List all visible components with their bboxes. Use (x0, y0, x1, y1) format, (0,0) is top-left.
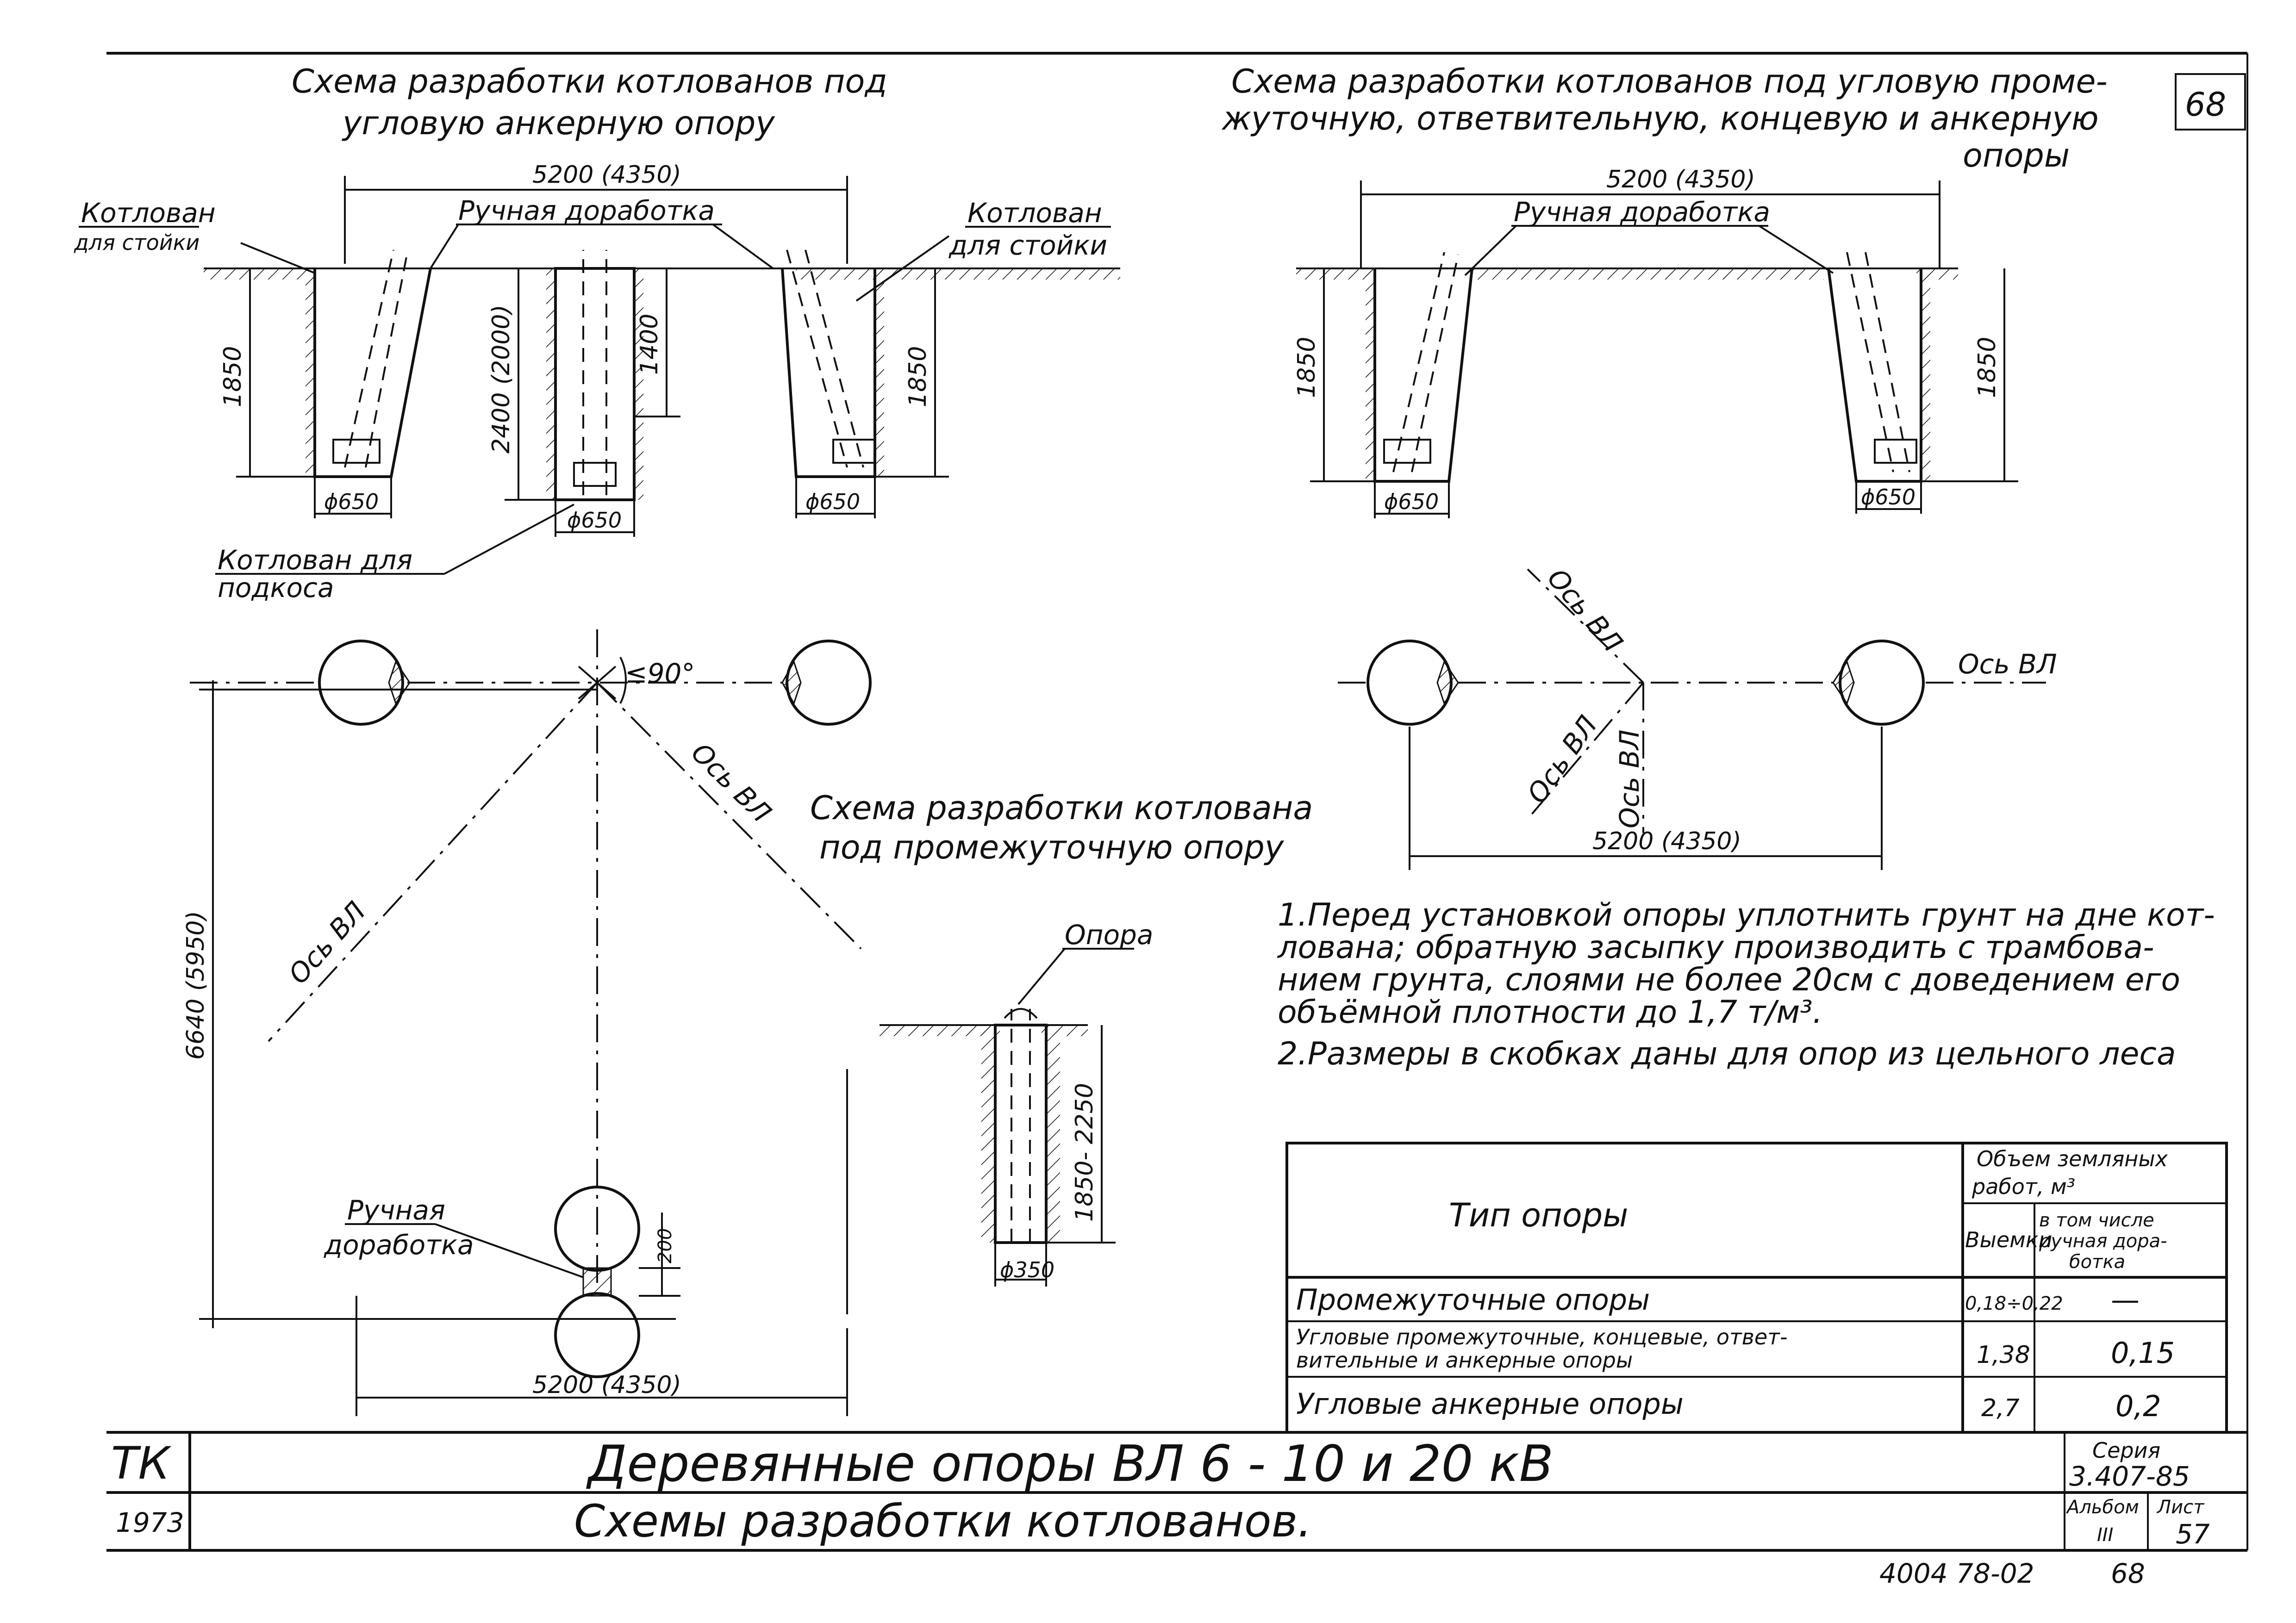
table-row-3-exc: 2,7 (1981, 1394, 2020, 1422)
scheme-left-depth-right: 1850 (904, 346, 932, 407)
table-header-col2-2: ручная дора- (2039, 1231, 2167, 1252)
title-sub: Схемы разработки котлованов. (574, 1495, 1312, 1547)
table-header-volume-1: Объем земляных (1977, 1146, 2168, 1171)
label-pole: Опора (1065, 919, 1153, 951)
scheme-mid-depth: 1850- 2250 (1071, 1083, 1098, 1222)
table-row-3-type: Угловые анкерные опоры (1296, 1387, 1684, 1421)
plan-left-dim-vertical: 6640 (5950) (182, 911, 210, 1060)
table-header-col2-1: в том числе (2039, 1210, 2154, 1231)
label-pit-right-2: для стойки (948, 230, 1107, 261)
volume-table: Тип опоры Объем земляных работ, м³ Выемк… (1285, 1142, 2228, 1434)
label-pit-left-2: для стойки (74, 230, 200, 255)
note-line-2: лована; обратную засыпку производить с т… (1277, 929, 2154, 966)
notes: 1.Перед установкой опоры уплотнить грунт… (1277, 897, 2215, 1072)
angle-label: ≤90° (625, 658, 695, 689)
plan-bottom-width: 5200 (4350) (532, 1371, 681, 1399)
table-row-1-exc: 0,18÷0,22 (1965, 1293, 2063, 1314)
label-strut-1: Котлован для (218, 544, 412, 576)
doc-page: 68 (2111, 1558, 2145, 1589)
label-strut-2: подкоса (218, 572, 334, 603)
sheet-frame (106, 52, 2248, 1552)
label-manual-left: Ручная доработка (458, 195, 715, 226)
title-main: Деревянные опоры ВЛ 6 - 10 и 20 кВ (586, 1435, 1554, 1493)
scheme-right-dia-right: ϕ650 (1861, 485, 1915, 510)
series-label: Серия (2092, 1438, 2160, 1463)
scheme-right-title-3: опоры (1963, 137, 2070, 174)
label-manual-bottom-2: доработка (324, 1229, 474, 1261)
scheme-angle-anchor: Схема разработки котлованов под угловую … (74, 62, 1120, 603)
table-row-1-type: Промежуточные опоры (1296, 1283, 1650, 1317)
scheme-right-depth-right: 1850 (1973, 337, 2001, 398)
scheme-left-title-2: угловую анкерную опору (342, 104, 775, 142)
plan-right-axis-4: Ось ВЛ (1614, 729, 1645, 828)
scheme-right-depth-left: 1850 (1293, 337, 1321, 398)
title-year: 1973 (116, 1507, 184, 1538)
table-row-2-manual: 0,15 (2111, 1336, 2175, 1370)
scheme-left-title-1: Схема разработки котлованов под (292, 62, 887, 100)
sheet-label: Лист (2156, 1497, 2205, 1518)
title-block: ТК 1973 Деревянные опоры ВЛ 6 - 10 и 20 … (111, 1432, 2247, 1589)
sheet-number-box: 68 (2175, 73, 2246, 131)
scheme-left-depth-left: 1850 (219, 346, 247, 407)
scheme-left-dia-3: ϕ650 (805, 489, 860, 514)
scheme-angle-intermediate: Схема разработки котлованов под угловую … (1221, 62, 2108, 518)
table-row-3-manual: 0,2 (2115, 1389, 2161, 1423)
label-manual-bottom-1: Ручная (347, 1194, 445, 1226)
doc-code: 4004 78-02 (1879, 1558, 2034, 1589)
note-line-4: объёмной плотности до 1,7 т/м³. (1278, 994, 1822, 1031)
album-value: III (2097, 1524, 2113, 1546)
sheet-value: 57 (2176, 1518, 2210, 1550)
plan-right-width: 5200 (4350) (1592, 827, 1741, 855)
table-row-2-type-2: вительные и анкерные опоры (1296, 1348, 1633, 1373)
plan-angle-anchor: ≤90° Ось ВЛ Ось ВЛ 6640 (5950) (182, 629, 872, 1416)
table-header-col2-3: ботка (2069, 1251, 2125, 1273)
table-header-volume-2: работ, м³ (1972, 1174, 2075, 1199)
scheme-mid-title-2: под промежуточную опору (819, 828, 1285, 866)
note-line-3: нием грунта, слоями не более 20см с дове… (1278, 962, 2180, 998)
table-row-2-type-1: Угловые промежуточные, концевые, ответ- (1296, 1325, 1788, 1349)
scheme-right-width-dim: 5200 (4350) (1606, 166, 1755, 193)
label-pit-right-1: Котлован (967, 197, 1102, 229)
album-label: Альбом (2065, 1497, 2139, 1518)
plan-right-axis-3: Ось ВЛ (1521, 710, 1603, 809)
plan-angle-intermediate: Ось ВЛ Ось ВЛ Ось ВЛ Ось ВЛ 5200 (4350) (1338, 562, 2057, 870)
plan-right-axis-1: Ось ВЛ (1541, 562, 1628, 658)
label-pit-left-1: Котлован (81, 197, 216, 229)
scheme-right-title-1: Схема разработки котлованов под угловую … (1231, 62, 2108, 100)
plan-right-axis-2: Ось ВЛ (1958, 648, 2057, 680)
note-line-1: 1.Перед установкой опоры уплотнить грунт… (1278, 897, 2215, 933)
scheme-left-dia-1: ϕ650 (324, 489, 379, 514)
table-header-type: Тип опоры (1449, 1196, 1628, 1234)
scheme-left-width-dim: 5200 (4350) (532, 161, 681, 189)
series-value: 3.407-85 (2069, 1461, 2190, 1492)
table-row-2-exc: 1,38 (1977, 1341, 2030, 1369)
plan-bottom-gap: 200 (655, 1228, 676, 1263)
scheme-right-dia-left: ϕ650 (1384, 489, 1439, 514)
scheme-mid-dia: ϕ350 (1000, 1257, 1054, 1282)
table-header-col1: Выемки (1965, 1227, 2053, 1252)
label-manual-right: Ручная доработка (1514, 196, 1770, 228)
plan-left-axis-2: Ось ВЛ (685, 737, 777, 829)
sheet-number: 68 (2185, 86, 2226, 124)
title-org: ТК (111, 1437, 172, 1489)
table-row-1-manual: — (2111, 1283, 2140, 1317)
scheme-intermediate: Схема разработки котлована под промежуто… (810, 789, 1313, 1287)
scheme-left-depth-mid2: 1400 (636, 314, 663, 375)
scheme-mid-title-1: Схема разработки котлована (810, 789, 1313, 827)
scheme-left-depth-mid: 2400 (2000) (487, 305, 515, 454)
note-line-5: 2.Размеры в скобках даны для опор из цел… (1278, 1036, 2176, 1072)
plan-two-pits: Ручная доработка 200 5200 (4350) (324, 1186, 847, 1399)
scheme-right-title-2: жуточную, ответвительную, концевую и анк… (1221, 99, 2099, 137)
scheme-left-dia-2: ϕ650 (567, 508, 622, 533)
